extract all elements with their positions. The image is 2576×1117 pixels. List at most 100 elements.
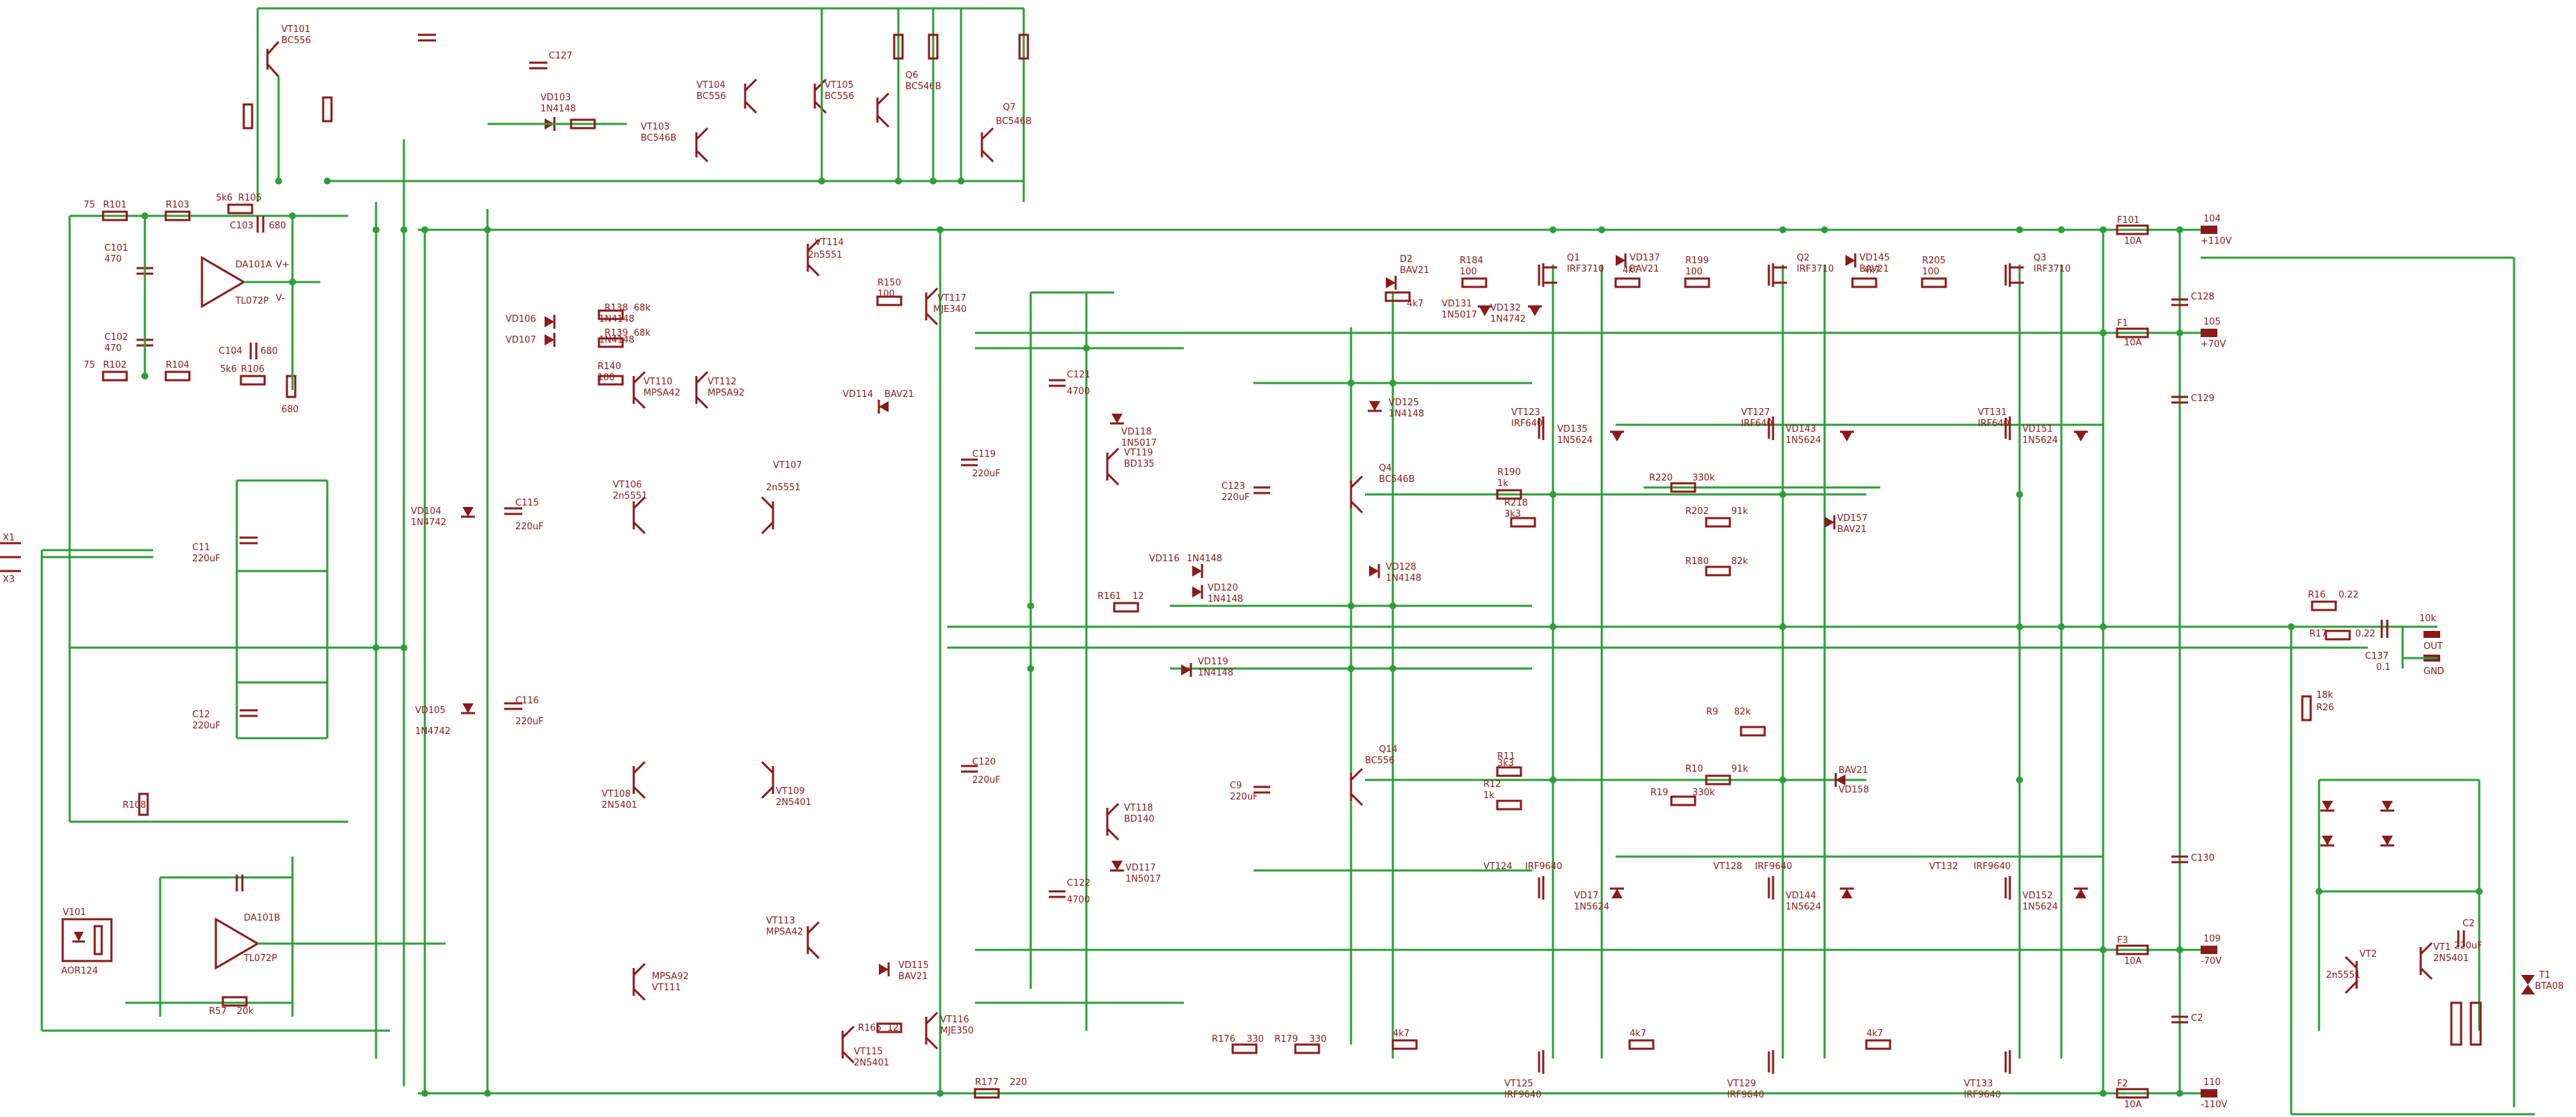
svg-text:1N5624: 1N5624 xyxy=(2022,435,2058,446)
transistor-vt113: VT113 MPSA42 xyxy=(766,916,820,960)
svg-text:VD104: VD104 xyxy=(411,506,442,517)
svg-text:R220: R220 xyxy=(1649,473,1673,483)
capacitor-c130: C2 xyxy=(2171,1013,2203,1024)
svg-text:110: 110 xyxy=(2203,1077,2221,1088)
svg-text:1N5017: 1N5017 xyxy=(1442,310,1477,320)
bias-servo: C123 220uF C9 220uF VD125 1N4148 VD128 1… xyxy=(1221,398,1869,811)
svg-text:C137: C137 xyxy=(2365,651,2389,662)
diode-vd120: VD120 1N4148 xyxy=(1192,583,1243,604)
svg-text:VT103: VT103 xyxy=(641,122,670,132)
svg-text:VD128: VD128 xyxy=(1386,562,1416,572)
svg-text:C121: C121 xyxy=(1067,370,1091,380)
svg-text:82k: 82k xyxy=(1731,556,1749,567)
opamp-da101b: DA101B TL072P xyxy=(214,913,280,970)
svg-text:4k7: 4k7 xyxy=(1864,265,1880,276)
junction-dot xyxy=(937,1090,944,1097)
resistor-r190: R190 1k xyxy=(1496,467,1522,500)
svg-text:C103: C103 xyxy=(230,221,253,231)
svg-text:BC546B: BC546B xyxy=(996,116,1032,127)
rail-wires xyxy=(40,7,2535,1116)
svg-text:R218: R218 xyxy=(1504,498,1528,508)
svg-text:VD157: VD157 xyxy=(1837,513,1868,524)
svg-text:R10: R10 xyxy=(1685,764,1703,774)
svg-text:1N4742: 1N4742 xyxy=(1490,314,1526,325)
svg-text:BC546B: BC546B xyxy=(1379,474,1415,485)
junction-dot xyxy=(958,178,965,185)
svg-text:C123: C123 xyxy=(1221,481,1245,492)
svg-text:IRF9640: IRF9640 xyxy=(1974,861,2011,872)
svg-text:R161: R161 xyxy=(1098,591,1121,602)
svg-text:0.22: 0.22 xyxy=(2355,629,2375,639)
resistor-r198: 4k7 xyxy=(1614,265,1641,288)
junction-dot xyxy=(930,178,937,185)
svg-text:220: 220 xyxy=(1010,1077,1027,1088)
svg-text:IRF640: IRF640 xyxy=(1511,419,1543,429)
junction-dot xyxy=(1779,776,1786,783)
svg-text:5k6: 5k6 xyxy=(220,364,237,375)
mosfet-vt128: VT128 IRF9640 xyxy=(1713,861,1792,900)
junction-dot xyxy=(1348,665,1355,672)
transistor-vt117: VT116 MJE350 xyxy=(925,1011,974,1050)
svg-text:R105: R105 xyxy=(238,193,262,203)
svg-text:VD151: VD151 xyxy=(2022,424,2053,435)
svg-text:Q6: Q6 xyxy=(905,70,919,81)
svg-text:R139: R139 xyxy=(604,328,628,338)
svg-text:IRF3710: IRF3710 xyxy=(2034,264,2070,274)
svg-text:Q2: Q2 xyxy=(1797,253,1810,263)
resistor-r102: R102 75 xyxy=(84,360,128,382)
svg-text:220uF: 220uF xyxy=(515,522,544,532)
svg-text:VD145: VD145 xyxy=(1859,253,1890,263)
resistor-r204: 4k7 xyxy=(1851,265,1880,288)
svg-text:18k: 18k xyxy=(2316,690,2334,701)
svg-text:VT111: VT111 xyxy=(652,983,681,993)
svg-text:R108: R108 xyxy=(123,800,146,811)
diode-vd132: VD132 1N4742 xyxy=(1490,303,1542,325)
net-label-vminus: V- xyxy=(276,293,285,304)
capacitor-c128: C129 xyxy=(2171,393,2215,404)
junction-dot xyxy=(2058,623,2065,630)
diode-vd117: VD117 1N5017 xyxy=(1110,861,1161,884)
junction-dot xyxy=(2476,888,2483,895)
triac-t1: T1 BTA08 xyxy=(2521,970,2563,994)
svg-text:Q1: Q1 xyxy=(1567,253,1580,263)
svg-text:5k6: 5k6 xyxy=(216,193,233,203)
svg-text:VT116: VT116 xyxy=(940,1015,969,1025)
svg-text:VT110: VT110 xyxy=(643,377,673,387)
svg-text:4k7: 4k7 xyxy=(1623,265,1639,276)
svg-text:IRF9640: IRF9640 xyxy=(1727,1090,1764,1100)
transistor-vt115: VT115 2N5401 xyxy=(841,1025,889,1068)
svg-text:470: 470 xyxy=(104,343,122,354)
junction-dot xyxy=(2016,776,2023,783)
svg-text:1N4148: 1N4148 xyxy=(1389,409,1424,419)
svg-text:BAV21: BAV21 xyxy=(1837,524,1866,535)
svg-text:R57: R57 xyxy=(209,1006,227,1017)
junction-dot xyxy=(1027,665,1034,672)
svg-text:+110V: +110V xyxy=(2201,236,2232,247)
svg-text:VT112: VT112 xyxy=(708,377,737,387)
svg-text:R177: R177 xyxy=(975,1077,999,1088)
capacitor-c122: C122 4700 xyxy=(1049,878,1091,905)
svg-text:R101: R101 xyxy=(103,200,127,210)
svg-text:R102: R102 xyxy=(103,360,127,370)
resistor-r140: R140 100 xyxy=(598,361,624,386)
svg-text:1N5624: 1N5624 xyxy=(1786,902,1821,912)
svg-text:VD103: VD103 xyxy=(540,93,571,103)
svg-text:BAV21: BAV21 xyxy=(1400,265,1429,276)
svg-text:2n5551: 2n5551 xyxy=(2326,970,2361,981)
junction-dot xyxy=(324,178,331,185)
svg-text:100: 100 xyxy=(1685,267,1703,277)
optocoupler-v101: V101 AOR124 xyxy=(61,907,113,976)
svg-text:1k: 1k xyxy=(1497,478,1508,489)
svg-text:VD143: VD143 xyxy=(1786,424,1816,435)
resistor-r26: 18k R26 xyxy=(2301,690,2334,721)
svg-text:BC556: BC556 xyxy=(696,91,726,102)
svg-text:1N5624: 1N5624 xyxy=(1574,902,1609,912)
svg-text:91k: 91k xyxy=(1731,506,1749,517)
junction-dot xyxy=(400,226,407,233)
svg-text:1N5624: 1N5624 xyxy=(1786,435,1821,446)
svg-text:BAV21: BAV21 xyxy=(1839,765,1868,776)
junction-dot xyxy=(1549,226,1556,233)
resistor-r165: R177 220 xyxy=(974,1077,1027,1099)
svg-text:R16: R16 xyxy=(2308,590,2326,600)
svg-text:220uF: 220uF xyxy=(515,717,544,727)
